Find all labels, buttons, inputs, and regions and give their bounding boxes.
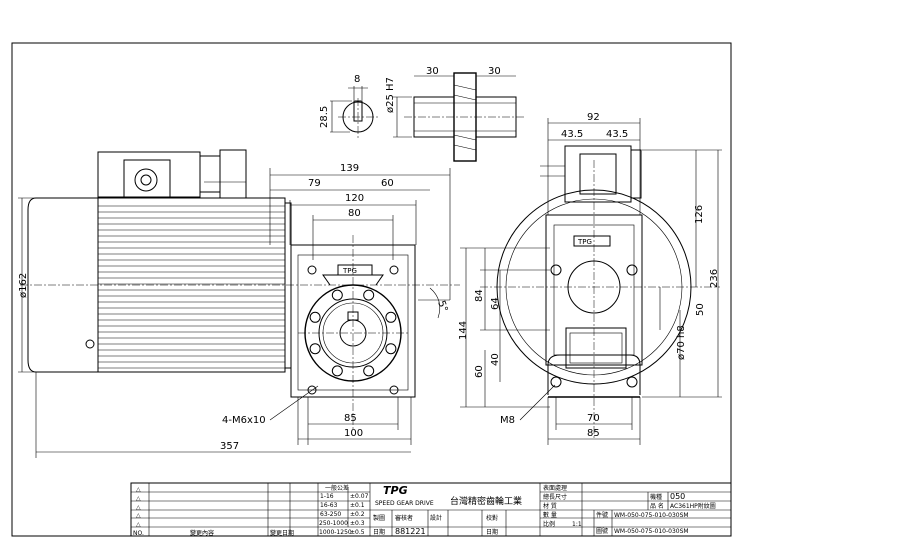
change-date-label: 變更日期 (270, 529, 294, 537)
shaft-dia-label: ø70 h8 (676, 325, 687, 360)
key-width-label: 8 (354, 74, 360, 85)
rev-mark-3: △ (136, 504, 141, 511)
rev-mark-5: △ (136, 521, 141, 528)
dim-60-top: 60 (381, 178, 394, 189)
title-block: △ △ △ △ △ NO. 變更內容 變更日期 一般公差 1-16 ±0.07 … (130, 482, 732, 537)
scale-value: 1:1 (572, 521, 582, 528)
tol-range-3: 63-250 (320, 511, 341, 518)
date-label: 日期 (373, 528, 385, 536)
rev-mark-4: △ (136, 512, 141, 519)
dim-70: 70 (587, 413, 600, 424)
dim-43-5-left: 43.5 (561, 129, 583, 140)
tol-value-2: ±0.1 (350, 502, 365, 509)
dim-80: 80 (348, 208, 361, 219)
scale-label: 比例 (543, 520, 555, 528)
dim-85-front: 85 (344, 413, 357, 424)
key-height-label: 28.5 (319, 106, 330, 128)
proof-label: 校對 (486, 514, 498, 522)
dim-139: 139 (340, 163, 359, 174)
checker-label: 審核者 (395, 514, 413, 522)
dim-40: 40 (490, 353, 501, 366)
bolt-label: 4-M6x10 (222, 415, 266, 426)
dim-85-side: 85 (587, 428, 600, 439)
material-label: 材 質 (543, 502, 557, 510)
part-no-label: 件號 (596, 511, 608, 519)
part-value: AC361HP附紋圖 (670, 502, 716, 510)
angle-label: 5° (435, 299, 449, 313)
dim-126: 126 (694, 205, 705, 224)
flange-detail: 30 30 ø25 H7 (385, 66, 526, 162)
change-content-label: 變更內容 (190, 529, 214, 537)
keyway-detail: 8 28.5 (319, 74, 378, 138)
bore-label: ø25 H7 (385, 77, 396, 113)
front-view: TPG 139 79 60 120 80 ø162 5° 4-M6x10 (18, 149, 460, 458)
brand-name: 台灣精密齒輪工業 (450, 495, 522, 507)
qty-label: 數 量 (543, 511, 557, 519)
tol-value-3: ±0.2 (350, 511, 365, 518)
svg-text:TPG: TPG (577, 238, 592, 246)
part-no-value: WM-050-075-010-030SM (614, 512, 689, 519)
no-label: NO. (133, 530, 144, 537)
dim-43-5-right: 43.5 (606, 129, 628, 140)
drawing-label: 製圖 (373, 514, 385, 522)
dim-92: 92 (587, 112, 600, 123)
tol-range-1: 1-16 (320, 493, 334, 500)
tolerance-header: 一般公差 (325, 484, 349, 492)
rev-mark-1: △ (136, 486, 141, 493)
model-value: 050 (670, 492, 685, 501)
brand-logo: TPG (383, 484, 408, 497)
date-label-2: 日期 (486, 528, 498, 536)
surface-label: 表面處理 (543, 484, 567, 492)
dim-50: 50 (695, 303, 706, 316)
date-value: 881221 (395, 527, 426, 536)
tol-range-5: 1000-1250 (319, 529, 352, 536)
dim-84: 84 (474, 289, 485, 302)
drawing-no-label: 圖號 (596, 527, 608, 535)
rev-mark-2: △ (136, 495, 141, 502)
model-label: 機種 (650, 493, 662, 501)
dim-60-side: 60 (474, 365, 485, 378)
tol-range-4: 250-1000 (319, 520, 348, 527)
dim-236: 236 (709, 269, 720, 288)
m8-label: M8 (500, 415, 515, 426)
flange-left-label: 30 (426, 66, 439, 77)
flange-right-label: 30 (488, 66, 501, 77)
dim-144: 144 (458, 321, 469, 340)
dim-100: 100 (344, 428, 363, 439)
dim-357: 357 (220, 441, 239, 452)
tol-value-5: ±0.5 (350, 529, 365, 536)
side-view: TPG 92 43.5 43.5 144 84 64 40 (458, 112, 722, 445)
brand-sub: SPEED GEAR DRIVE (375, 500, 434, 507)
tol-value-4: ±0.3 (350, 520, 365, 527)
motor-dia-label: ø162 (18, 273, 29, 298)
tol-value-1: ±0.07 (350, 493, 369, 500)
dim-79: 79 (308, 178, 321, 189)
design-label: 設計 (430, 514, 442, 522)
part-label: 品 名 (650, 502, 664, 510)
tol-range-2: 16-63 (320, 502, 338, 509)
svg-text:TPG: TPG (342, 267, 357, 275)
drawing-no-value: WM-050-075-010-030SM (614, 528, 689, 535)
dim-64: 64 (490, 297, 501, 310)
size-label: 總長尺寸 (543, 493, 567, 501)
dim-120: 120 (345, 193, 364, 204)
